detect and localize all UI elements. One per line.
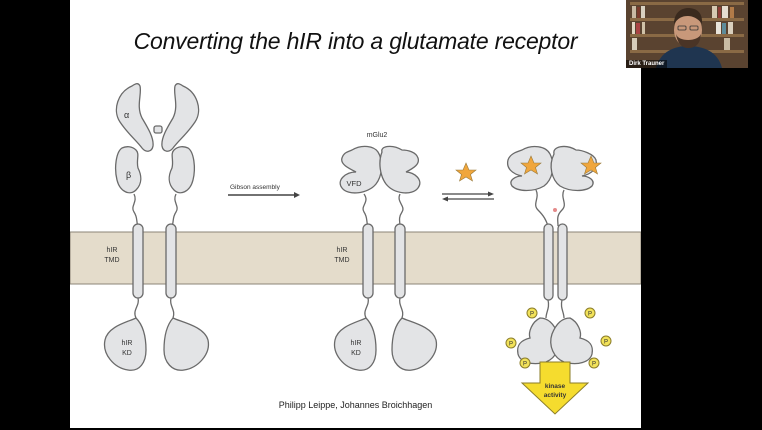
- mglu2-label: mGlu2: [367, 132, 388, 139]
- vfd-left: [339, 145, 383, 194]
- cell-membrane: [70, 231, 641, 285]
- phosphate-label: P: [588, 312, 592, 318]
- beta-subunit-left: [115, 146, 142, 194]
- kd-label-1-line1: hIR: [122, 340, 133, 347]
- phosphate-label: P: [523, 362, 527, 368]
- vfd-closed-right: [550, 145, 598, 192]
- alpha-label: α: [124, 110, 129, 120]
- kinase-activity-arrow: [520, 361, 590, 415]
- tm-helix-right: [165, 223, 177, 299]
- forward-arrowhead: [488, 191, 494, 197]
- tm-helix-right-2: [394, 223, 406, 299]
- slide-credit: Philipp Leippe, Johannes Broichhagen: [278, 400, 433, 410]
- tmd-label-1-line2: TMD: [104, 257, 119, 264]
- receptor-diagram: α β hIR TMD hIR KD Gibson assembly mGlu2…: [70, 83, 641, 415]
- gibson-arrowhead: [294, 192, 300, 198]
- kinase-activity-line1: kinase: [545, 383, 566, 390]
- kinase-activity-line2: activity: [544, 392, 567, 399]
- slide-title: Converting the hIR into a glutamate rece…: [133, 28, 578, 54]
- phosphate-6: P: [588, 357, 600, 369]
- kinase-domain-right: [163, 317, 210, 371]
- tmd-label-1-line1: hIR: [107, 247, 118, 254]
- reverse-arrowhead: [442, 196, 448, 202]
- gibson-assembly-label: Gibson assembly: [230, 184, 281, 191]
- kd-label-2-line2: KD: [351, 350, 361, 357]
- mglu2-hir-chimera: [333, 145, 438, 371]
- vfd-right: [379, 145, 421, 194]
- phosphate-4: P: [600, 335, 612, 347]
- vfd-label: VFD: [347, 179, 363, 188]
- phosphate-label: P: [509, 342, 513, 348]
- participant: [656, 8, 722, 68]
- kinase-domain-left: [103, 317, 147, 371]
- activation-marker: [553, 208, 557, 212]
- kinase-domain-right-2: [391, 317, 438, 371]
- phosphate-5: P: [519, 357, 531, 369]
- phosphate-label: P: [604, 340, 608, 346]
- hir-receptor: [103, 83, 210, 371]
- tmd-label-2-line1: hIR: [337, 247, 348, 254]
- tm-helix-left: [132, 223, 144, 299]
- bound-glutamate-left-icon: [520, 155, 542, 175]
- phosphate-groups: P P P P P P: [505, 307, 612, 369]
- tmd-label-2-line2: TMD: [334, 257, 349, 264]
- phosphate-label: P: [592, 362, 596, 368]
- beta-label: β: [126, 170, 131, 180]
- disulfide-bridge: [153, 125, 163, 134]
- tm-helix-left-2: [362, 223, 374, 299]
- alpha-subunit-right: [161, 83, 200, 152]
- kd-label-2-line1: hIR: [351, 340, 362, 347]
- kinase-domain-active-right: [550, 317, 594, 365]
- glutamate-star-icon: [455, 162, 477, 182]
- kinase-domain-left-2: [333, 317, 377, 371]
- phosphate-label: P: [530, 312, 534, 318]
- tm-helix-right-3: [557, 223, 568, 301]
- phosphate-3: P: [505, 337, 517, 349]
- tm-helix-left-3: [543, 223, 554, 301]
- presentation-slide: Converting the hIR into a glutamate rece…: [70, 0, 641, 428]
- video-feed: [626, 0, 748, 68]
- kd-label-1-line2: KD: [122, 350, 132, 357]
- bound-glutamate-right-icon: [580, 155, 602, 175]
- alpha-subunit-left: [115, 83, 154, 152]
- participant-video-tile[interactable]: Dirk Trauner: [626, 0, 748, 68]
- phosphate-1: P: [526, 307, 538, 319]
- phosphate-2: P: [584, 307, 596, 319]
- participant-name-label: Dirk Trauner: [626, 60, 668, 68]
- beta-subunit-right: [168, 146, 195, 194]
